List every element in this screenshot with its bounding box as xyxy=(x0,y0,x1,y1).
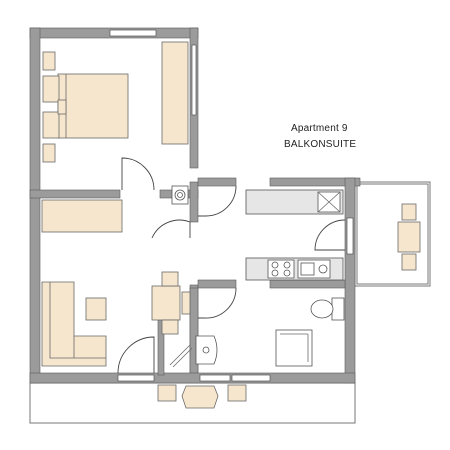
windows xyxy=(109,29,354,382)
door-balcony xyxy=(314,219,346,251)
hob xyxy=(267,259,295,279)
terrace-furniture xyxy=(157,384,247,409)
bedroom xyxy=(42,41,189,163)
chair xyxy=(227,384,247,402)
door-entrance xyxy=(117,336,155,374)
kitchenette xyxy=(245,189,344,281)
chair xyxy=(401,203,417,221)
coffee-table xyxy=(85,297,107,321)
toilet-tank xyxy=(331,297,345,321)
window-bedroom-right xyxy=(191,44,197,116)
sideboard xyxy=(41,199,123,233)
chair xyxy=(161,271,179,287)
window-hall-bottom xyxy=(199,374,231,382)
doors xyxy=(117,157,346,374)
chair xyxy=(161,319,179,335)
dining-table xyxy=(151,285,181,321)
balcony-furniture xyxy=(397,203,421,271)
apartment-name: Apartment 9 xyxy=(291,123,348,134)
door-bath xyxy=(198,287,237,319)
terrace-table xyxy=(181,385,219,409)
window-bedroom-top xyxy=(109,29,157,37)
door-bedroom xyxy=(121,157,155,191)
door-kitchen xyxy=(198,185,237,217)
nightstand xyxy=(42,75,60,103)
corner-sofa xyxy=(41,281,107,367)
apartment-type: BALKONSUITE xyxy=(284,139,357,150)
window-living-bottom xyxy=(117,374,155,382)
nightstand xyxy=(42,111,60,139)
wardrobe xyxy=(161,41,189,145)
door-living xyxy=(151,219,191,239)
living-room xyxy=(41,199,191,367)
window-kitchen-right xyxy=(346,217,354,255)
double-bed xyxy=(57,73,129,139)
chair xyxy=(401,253,417,271)
entrance-hall xyxy=(169,185,193,368)
bathroom xyxy=(195,297,345,367)
toilet xyxy=(310,299,334,319)
window-bath-bottom xyxy=(231,374,271,382)
chair xyxy=(157,384,177,402)
balcony-table xyxy=(397,221,421,253)
shower xyxy=(275,329,313,367)
